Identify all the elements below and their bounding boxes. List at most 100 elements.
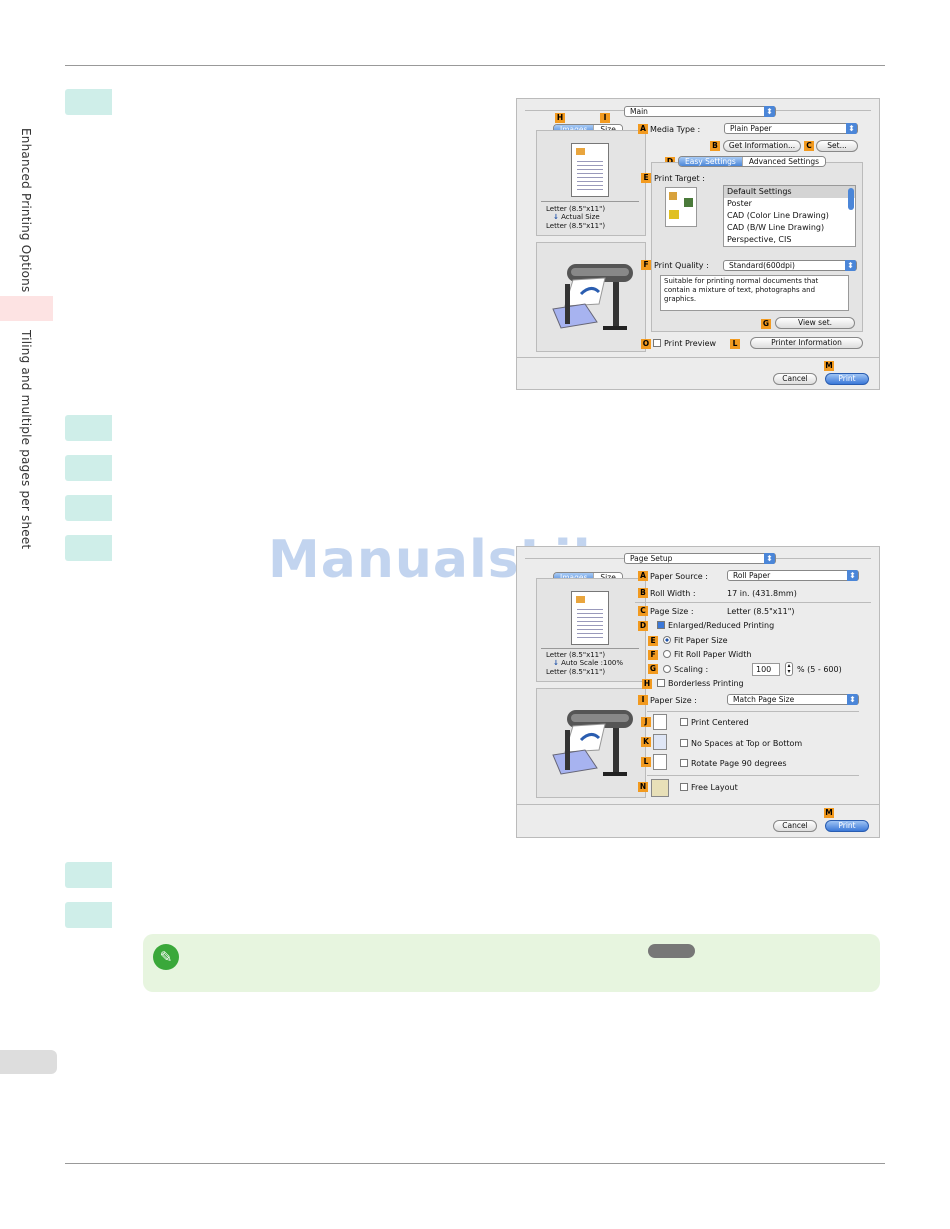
tab-images[interactable]: Images <box>554 573 595 582</box>
media-type-popup[interactable]: Plain Paper <box>724 123 858 134</box>
preview-scale-label: Auto Scale :100% <box>561 659 624 667</box>
cancel-button[interactable]: Cancel <box>773 373 817 385</box>
main-popup[interactable]: Main <box>624 106 776 117</box>
tab-images[interactable]: Images <box>554 125 595 134</box>
no-spaces-option[interactable]: No Spaces at Top or Bottom <box>680 739 802 748</box>
bottom-rule <box>65 1163 885 1164</box>
target-thumb-2 <box>684 198 693 207</box>
print-centered-label: Print Centered <box>691 718 749 727</box>
tab-size[interactable]: Size <box>594 125 622 134</box>
scaling-range: % (5 - 600) <box>797 665 842 674</box>
media-type-label: Media Type : <box>650 125 701 134</box>
fit-roll-option[interactable]: Fit Roll Paper Width <box>663 650 751 659</box>
list-item[interactable]: CAD (Color Line Drawing) <box>727 211 829 220</box>
badge-b: B <box>638 588 648 598</box>
badge-j: J <box>641 717 651 727</box>
fit-roll-label: Fit Roll Paper Width <box>674 650 752 659</box>
preview-divider <box>541 201 639 202</box>
borderless-checkbox[interactable] <box>657 679 665 687</box>
get-information-button[interactable]: Get Information... <box>723 140 801 152</box>
list-item[interactable]: Perspective, CIS <box>727 235 792 244</box>
settings-tabs[interactable]: Easy Settings Advanced Settings <box>678 156 827 167</box>
set-button[interactable]: Set... <box>816 140 858 152</box>
step-marker <box>65 415 112 441</box>
print-target-label: Print Target : <box>654 174 705 183</box>
scaling-stepper[interactable]: ▴▾ <box>785 662 793 676</box>
rotate-page-icon <box>653 754 667 770</box>
list-item[interactable]: Default Settings <box>724 186 855 198</box>
badge-d: D <box>638 621 648 631</box>
page-number-tab <box>0 1050 57 1074</box>
badge-a: A <box>638 124 648 134</box>
paper-source-popup[interactable]: Roll Paper <box>727 570 859 581</box>
badge-l: L <box>730 339 740 349</box>
print-button[interactable]: Print <box>825 373 869 385</box>
print-centered-checkbox[interactable] <box>680 718 688 726</box>
badge-n: N <box>638 782 648 792</box>
printer-information-button[interactable]: Printer Information <box>750 337 863 349</box>
paper-size-popup[interactable]: Match Page Size <box>727 694 859 705</box>
print-quality-popup[interactable]: Standard(600dpi) <box>723 260 857 271</box>
tab-size[interactable]: Size <box>594 573 622 582</box>
view-set-button[interactable]: View set. <box>775 317 855 329</box>
printer-illustration-icon <box>552 264 633 330</box>
note-box: ✎ <box>143 934 880 992</box>
rotate-checkbox[interactable] <box>680 759 688 767</box>
print-button[interactable]: Print <box>825 820 869 832</box>
scaling-radio[interactable] <box>663 665 671 673</box>
rotate-label: Rotate Page 90 degrees <box>691 759 787 768</box>
print-preview-checkbox[interactable] <box>653 339 661 347</box>
free-layout-checkbox[interactable] <box>680 783 688 791</box>
cancel-button[interactable]: Cancel <box>773 820 817 832</box>
print-quality-label: Print Quality : <box>654 261 709 270</box>
side-index-tab <box>0 296 53 321</box>
step-marker <box>65 862 112 888</box>
note-pencil-icon: ✎ <box>153 944 179 970</box>
badge-c: C <box>804 141 814 151</box>
list-item[interactable]: Poster <box>727 199 752 208</box>
preview-scale: ↓ Auto Scale :100% <box>553 659 623 667</box>
roll-width-value: 17 in. (431.8mm) <box>727 589 797 598</box>
step-marker <box>65 89 112 115</box>
page-setup-dialog-screenshot: Page Setup Images Size Letter (8.5"x11")… <box>516 546 880 838</box>
free-layout-label: Free Layout <box>691 783 738 792</box>
free-layout-option[interactable]: Free Layout <box>680 783 738 792</box>
print-preview-option[interactable]: Print Preview <box>653 339 716 348</box>
page-setup-popup[interactable]: Page Setup <box>624 553 776 564</box>
side-title-section: Tiling and multiple pages per sheet <box>19 330 33 550</box>
print-centered-option[interactable]: Print Centered <box>680 718 749 727</box>
preview-divider <box>541 648 639 649</box>
preview-size-2: Letter (8.5"x11") <box>546 668 606 676</box>
roll-divider <box>635 602 871 603</box>
layout-divider <box>647 775 859 776</box>
scaling-option[interactable]: Scaling : <box>663 665 708 674</box>
fit-paper-radio[interactable] <box>663 636 671 644</box>
borderless-option[interactable]: Borderless Printing <box>657 679 744 688</box>
enlarged-option[interactable]: Enlarged/Reduced Printing <box>657 621 774 630</box>
badge-e: E <box>648 636 658 646</box>
target-thumb-3 <box>669 210 679 219</box>
preview-size-2: Letter (8.5"x11") <box>546 222 606 230</box>
list-item[interactable]: CAD (B/W Line Drawing) <box>727 223 825 232</box>
print-target-list[interactable]: Default Settings Poster CAD (Color Line … <box>723 185 856 247</box>
quality-description: Suitable for printing normal documents t… <box>660 275 849 311</box>
arrow-down-icon: ↓ <box>553 659 559 667</box>
badge-e: E <box>641 173 651 183</box>
no-spaces-checkbox[interactable] <box>680 739 688 747</box>
tab-easy-settings[interactable]: Easy Settings <box>679 157 743 166</box>
scaling-input[interactable]: 100 <box>752 663 780 676</box>
note-reference-button[interactable] <box>648 944 695 958</box>
badge-m: M <box>824 361 834 371</box>
badge-o: O <box>641 339 651 349</box>
enlarged-checkbox[interactable] <box>657 621 665 629</box>
badge-g: G <box>761 319 771 329</box>
roll-width-label: Roll Width : <box>650 589 696 598</box>
badge-h: H <box>555 113 565 123</box>
rotate-option[interactable]: Rotate Page 90 degrees <box>680 759 787 768</box>
list-scrollbar[interactable] <box>848 188 854 210</box>
fit-roll-radio[interactable] <box>663 650 671 658</box>
preview-scale: ↓ Actual Size <box>553 213 600 221</box>
tab-advanced-settings[interactable]: Advanced Settings <box>742 157 826 166</box>
badge-b: B <box>710 141 720 151</box>
fit-paper-option[interactable]: Fit Paper Size <box>663 636 728 645</box>
